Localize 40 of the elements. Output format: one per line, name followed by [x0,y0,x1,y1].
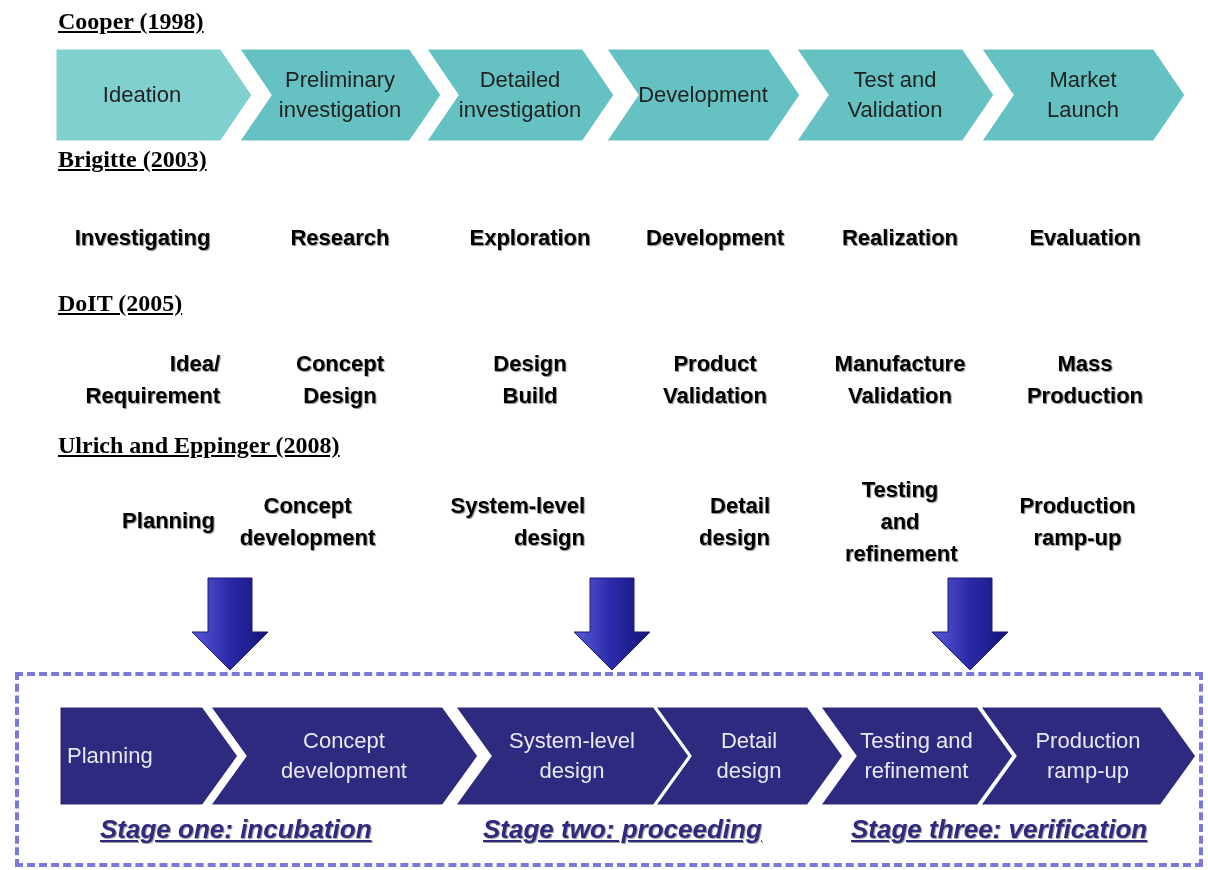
down-arrow [931,577,1009,671]
phase-label: Mass Production [1025,350,1145,410]
phase-label: Concept development [238,492,377,552]
dashed-frame [15,672,1203,867]
chevron-shape: Ideation [55,48,253,142]
phase-label: Realization [840,224,960,252]
phase-label: Planning [121,507,215,535]
down-arrow [191,577,269,671]
phase-label: Manufacture Validation [833,350,967,410]
phase-label: Product Validation [662,350,768,410]
row-heading: Brigitte (2003) [58,146,207,173]
chevron-shape: Detailed investigation [425,48,615,142]
chevron-shape: Concept development [209,706,479,806]
stage-label: Stage one: incubation [100,814,372,845]
phase-label: Research [289,224,391,252]
phase-label: Development [644,224,786,252]
phase-label: Production ramp-up [1018,492,1137,552]
chevron-shape: Preliminary investigation [238,48,442,142]
phase-label: Detail design [698,492,770,552]
phase-label: Evaluation [1028,224,1142,252]
phase-label: Design Build [492,350,568,410]
phase-label: Idea/ Requirement [84,350,220,410]
row-heading: Ulrich and Eppinger (2008) [58,432,340,459]
phase-label: Concept Design [295,350,385,410]
chevron-shape: Test and Validation [795,48,995,142]
chevron-shape: Market Launch [980,48,1186,142]
phase-label: Exploration [468,224,592,252]
chevron-shape: Detail design [654,706,844,806]
chevron-shape: Production ramp-up [979,706,1197,806]
chevron-shape: System-level design [454,706,690,806]
stage-label: Stage two: proceeding [483,814,762,845]
chevron-shape: Planning [59,706,239,806]
row-heading: Cooper (1998) [58,8,204,35]
chevron-shape: Testing and refinement [819,706,1014,806]
phase-label: System-level design [449,492,585,552]
chevron-shape: Development [605,48,801,142]
stage-label: Stage three: verification [851,814,1148,845]
phase-label: Investigating [73,224,212,252]
row-heading: DoIT (2005) [58,290,183,317]
down-arrow [573,577,651,671]
